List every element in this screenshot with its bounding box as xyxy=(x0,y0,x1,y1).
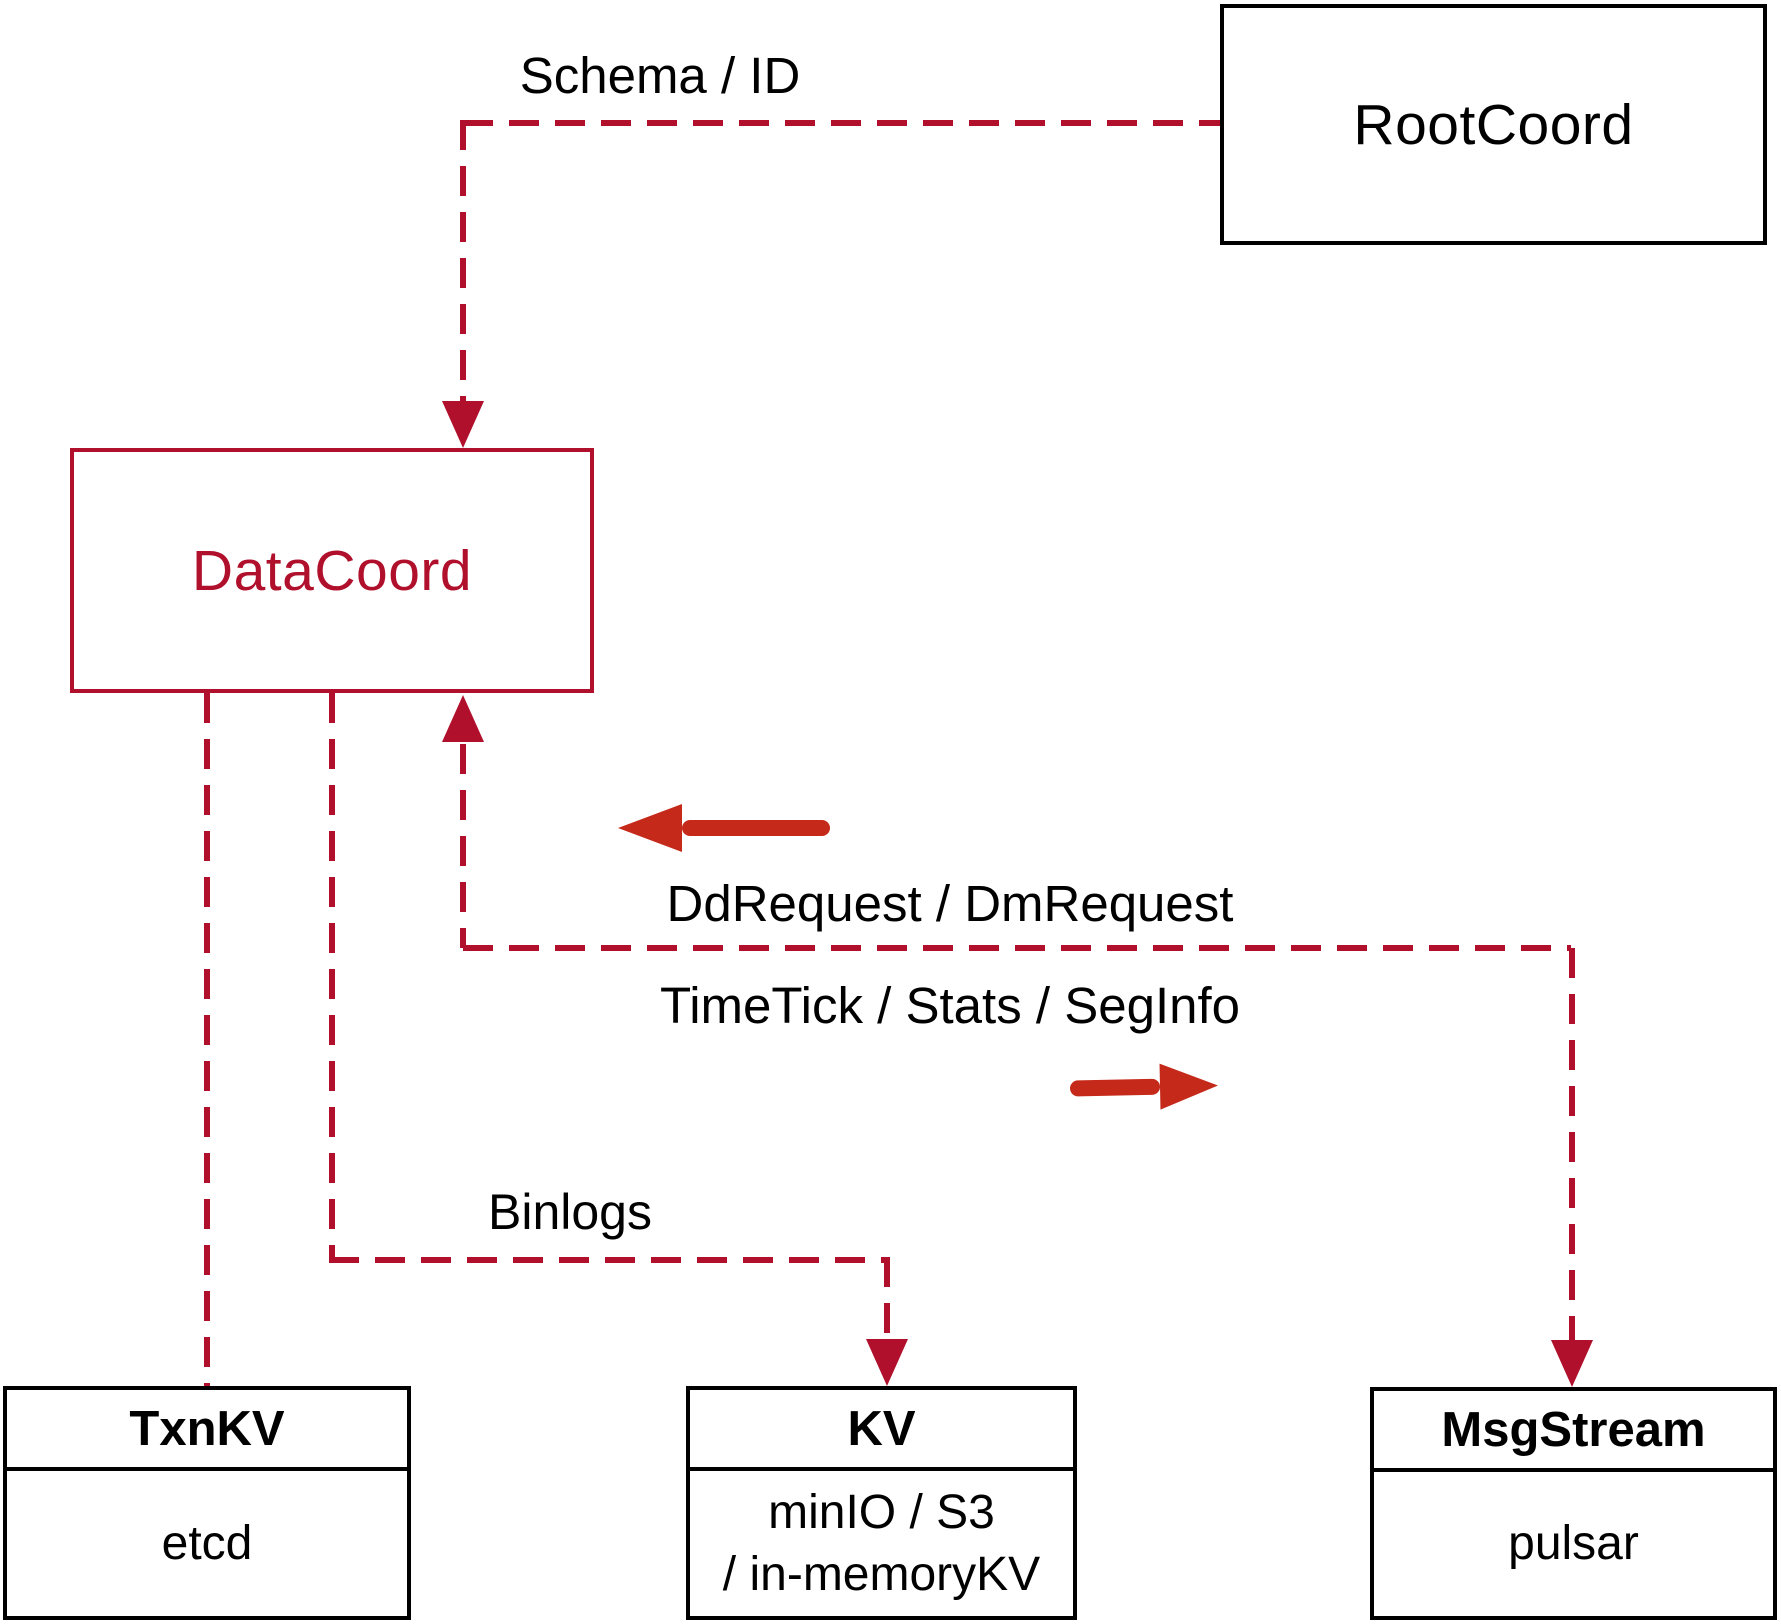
msgstream-title: MsgStream xyxy=(1374,1391,1773,1472)
flow-left-arrow-icon xyxy=(618,804,830,852)
edge-msgstream-datacoord-vertical-left xyxy=(460,744,466,948)
txnkv-value: etcd xyxy=(161,1516,253,1570)
flow-right-arrow-icon xyxy=(1069,1062,1219,1111)
edge-msgstream-datacoord-horizontal xyxy=(463,945,1571,951)
binlogs-edge-label: Binlogs xyxy=(488,1184,652,1240)
kv-value-line: / in-memoryKV xyxy=(722,1547,1041,1601)
kv-value-line: minIO / S3 xyxy=(768,1485,995,1539)
edge-schema-id-vertical xyxy=(460,120,466,402)
edge-msgstream-datacoord-vertical-right xyxy=(1569,948,1575,1340)
schema-id-edge-label: Schema / ID xyxy=(519,47,801,104)
kv-node: KV minIO / S3 / in-memoryKV xyxy=(686,1386,1077,1620)
edge-binlogs-horizontal xyxy=(329,1257,887,1263)
dd-dm-request-edge-label: DdRequest / DmRequest xyxy=(666,875,1234,932)
flow-right-shaft xyxy=(1069,1078,1161,1097)
rootcoord-label: RootCoord xyxy=(1353,92,1634,157)
edge-binlogs-vertical-2 xyxy=(884,1257,890,1341)
datacoord-label: DataCoord xyxy=(191,538,473,603)
flow-right-arrowhead-icon xyxy=(1159,1062,1219,1110)
datacoord-node: DataCoord xyxy=(70,448,594,693)
arrowhead-down-icon xyxy=(866,1339,908,1386)
rootcoord-node: RootCoord xyxy=(1220,4,1767,245)
edge-datacoord-txnkv xyxy=(204,693,210,1386)
arrowhead-up-icon xyxy=(442,695,484,742)
timetick-stats-seginfo-edge-label: TimeTick / Stats / SegInfo xyxy=(659,977,1241,1034)
flow-left-arrowhead-icon xyxy=(618,804,682,852)
edge-binlogs-vertical-1 xyxy=(329,693,335,1260)
flow-left-shaft xyxy=(682,820,830,836)
msgstream-node: MsgStream pulsar xyxy=(1370,1387,1777,1620)
txnkv-title: TxnKV xyxy=(7,1390,407,1471)
msgstream-value: pulsar xyxy=(1508,1517,1639,1570)
txnkv-node: TxnKV etcd xyxy=(3,1386,411,1620)
arrowhead-down-icon xyxy=(442,401,484,448)
arrowhead-down-icon xyxy=(1551,1340,1593,1387)
kv-title: KV xyxy=(690,1390,1073,1471)
edge-schema-id-horizontal xyxy=(463,120,1220,126)
